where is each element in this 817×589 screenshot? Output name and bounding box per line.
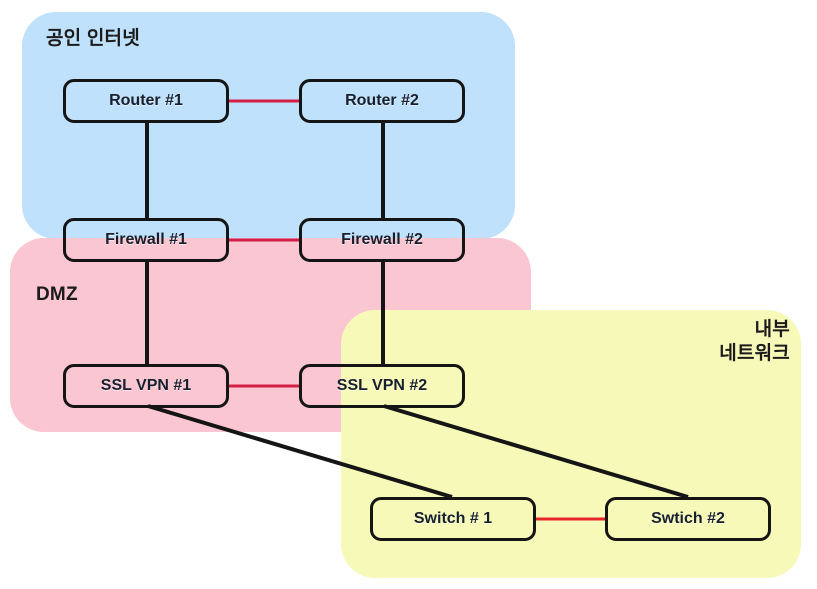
node-label-ssl-vpn-1: SSL VPN #1 bbox=[100, 377, 192, 394]
node-label-firewall-2: Firewall #2 bbox=[341, 231, 423, 248]
zone-label-public-internet: 공인 인터넷 bbox=[46, 28, 140, 49]
node-label-switch-1: Switch # 1 bbox=[413, 510, 493, 527]
zone-public-internet bbox=[22, 12, 515, 239]
node-router-1[interactable]: Router #1 bbox=[63, 79, 229, 123]
zone-label-internal-network: 내부 네트워크 bbox=[719, 319, 790, 364]
zone-label-dmz: DMZ bbox=[36, 284, 78, 305]
node-label-ssl-vpn-2: SSL VPN #2 bbox=[336, 377, 428, 394]
node-ssl-vpn-1[interactable]: SSL VPN #1 bbox=[63, 364, 229, 408]
node-switch-2[interactable]: Swtich #2 bbox=[605, 497, 771, 541]
node-label-router-1: Router #1 bbox=[109, 92, 183, 109]
node-label-firewall-1: Firewall #1 bbox=[105, 231, 187, 248]
node-ssl-vpn-2[interactable]: SSL VPN #2 bbox=[299, 364, 465, 408]
node-firewall-1[interactable]: Firewall #1 bbox=[63, 218, 229, 262]
node-firewall-2[interactable]: Firewall #2 bbox=[299, 218, 465, 262]
node-switch-1[interactable]: Switch # 1 bbox=[370, 497, 536, 541]
node-label-router-2: Router #2 bbox=[345, 92, 419, 109]
node-label-switch-2: Swtich #2 bbox=[651, 510, 725, 527]
node-router-2[interactable]: Router #2 bbox=[299, 79, 465, 123]
